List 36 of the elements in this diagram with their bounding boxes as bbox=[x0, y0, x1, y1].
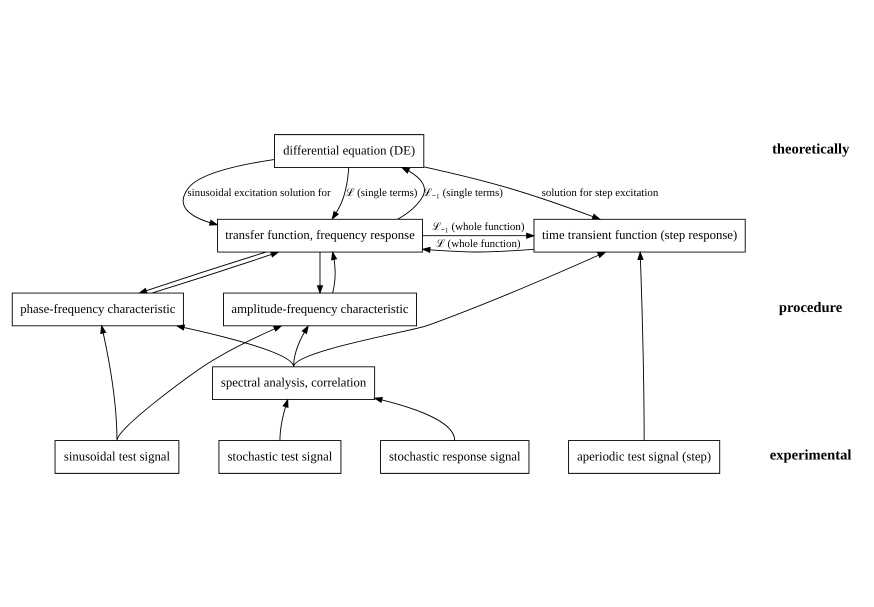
node-box: stochastic response signal bbox=[380, 440, 530, 474]
node-box: transfer function, frequency response bbox=[217, 218, 423, 252]
edge-label: ℒ (whole function) bbox=[436, 238, 521, 250]
arrow bbox=[152, 251, 280, 294]
arrow bbox=[182, 158, 275, 226]
arrow bbox=[637, 250, 645, 441]
arrow bbox=[331, 250, 338, 293]
label: theoretically bbox=[772, 141, 850, 158]
arrow bbox=[176, 324, 294, 367]
node-box: stochastic test signal bbox=[218, 440, 342, 474]
edge-label: solution for step excitation bbox=[542, 186, 658, 199]
arrow bbox=[138, 251, 266, 294]
arrow bbox=[422, 232, 536, 238]
arrow bbox=[100, 324, 118, 441]
node-box: aperiodic test signal (step) bbox=[568, 440, 720, 474]
node-box: sinusoidal test signal bbox=[54, 440, 180, 474]
label: experimental bbox=[770, 447, 852, 464]
label: procedure bbox=[778, 300, 842, 316]
node-box: spectral analysis, correlation bbox=[212, 366, 376, 400]
arrow bbox=[421, 246, 534, 253]
edge-label: ℒ (single terms) bbox=[345, 186, 418, 199]
arrow bbox=[279, 398, 288, 441]
arrow bbox=[424, 166, 602, 220]
arrow bbox=[116, 324, 283, 441]
node-box: phase-frequency characteristic bbox=[12, 292, 184, 326]
arrow bbox=[293, 251, 607, 367]
node-box: time transient function (step response) bbox=[534, 218, 746, 252]
edge-label: ℒ₋₁ (whole function) bbox=[432, 220, 524, 232]
arrow bbox=[373, 396, 456, 441]
node-box: amplitude-frequency characteristic bbox=[223, 292, 417, 326]
edge-label: sinusoidal excitation solution for bbox=[187, 186, 331, 199]
arrow bbox=[397, 166, 425, 220]
arrow bbox=[332, 166, 350, 220]
arrow bbox=[293, 324, 309, 367]
arrow bbox=[316, 251, 324, 294]
node-box: differential equation (DE) bbox=[274, 134, 424, 168]
